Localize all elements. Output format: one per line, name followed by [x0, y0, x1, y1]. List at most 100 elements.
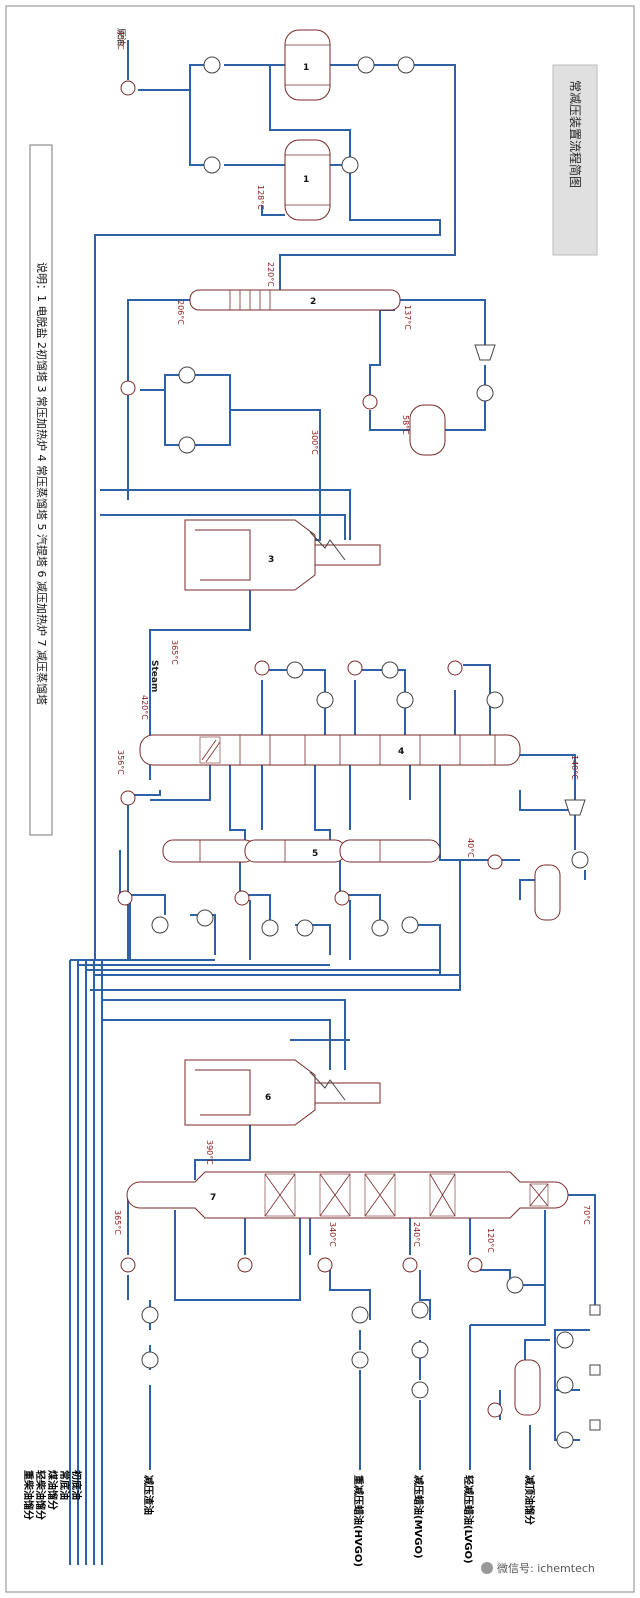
temp-label: 206°C [176, 300, 185, 325]
product-labels: 初底油 常底油 煤油馏分 轻柴油馏分 重柴油馏分 减压渣油 重减压蜡油(HVGO… [22, 1470, 536, 1567]
ejector-icon [589, 1419, 601, 1431]
desalter-1-top: 1 [284, 29, 331, 101]
heat-exchanger-icon [486, 691, 504, 709]
pipes [69, 40, 596, 1565]
product-label: 减压蜡油(MVGO) [412, 1475, 425, 1559]
steam-label: Steam [149, 660, 159, 692]
pump-icon [447, 660, 463, 676]
heat-exchanger-icon [196, 909, 214, 927]
temp-label: 390°C [205, 1140, 214, 1165]
ejector-icon [589, 1304, 601, 1316]
ejector-icon [589, 1364, 601, 1376]
product-label: 煤油馏分 [46, 1470, 59, 1510]
column-2-number: 2 [310, 297, 316, 307]
heat-exchanger-icon [351, 1306, 369, 1324]
pump-icon [487, 1402, 503, 1418]
title-box: 常减压装置流程简图 [552, 64, 598, 256]
feed-label: 原油 [115, 28, 127, 46]
pump-icon [487, 854, 503, 870]
heat-exchanger-icon [506, 1276, 524, 1294]
reflux-drum-2 [409, 404, 446, 456]
column-7-number: 7 [210, 1193, 216, 1203]
heat-exchanger-icon [178, 366, 196, 384]
reflux-drum-4 [534, 864, 561, 921]
product-label: 初底油 [70, 1470, 83, 1500]
legend-text: 说明：1 电脱盐 2初馏塔 3 常压加热炉 4 常压蒸馏塔 5 汽提塔 6 减压… [35, 262, 49, 705]
heat-exchanger-icon [411, 1341, 429, 1359]
pre-flash-column-2: 2 [189, 289, 401, 311]
heat-exchanger-icon [141, 1351, 159, 1369]
diagram-title: 常减压装置流程简图 [568, 80, 583, 188]
wechat-icon [481, 1562, 493, 1574]
temp-label: 140°C [570, 755, 579, 780]
atmospheric-heater-3: 3 [184, 519, 381, 591]
stripper-5-number: 5 [312, 849, 318, 859]
heat-exchanger-icon [571, 851, 589, 869]
heat-exchanger-icon [203, 156, 221, 174]
pump-icon [120, 380, 136, 396]
heat-exchangers [141, 56, 601, 1449]
temp-label: 40°C [466, 838, 475, 858]
product-label: 减顶油馏分 [523, 1475, 536, 1525]
legend-box: 说明：1 电脱盐 2初馏塔 3 常压加热炉 4 常压蒸馏塔 5 汽提塔 6 减压… [29, 144, 53, 836]
heater-6-number: 6 [265, 1093, 271, 1103]
pump-icon [234, 890, 250, 906]
product-label: 轻减压蜡油(LVGO) [462, 1475, 475, 1564]
product-label: 常底油 [58, 1470, 71, 1500]
desalter-1b-number: 1 [303, 175, 309, 185]
product-label: 减压渣油 [142, 1475, 155, 1515]
temp-label: 240°C [412, 1222, 421, 1247]
pump-icon [402, 1257, 418, 1273]
heat-exchanger-icon [286, 661, 304, 679]
pump-icon [120, 80, 136, 96]
temp-label: 120°C [486, 1228, 495, 1253]
heat-exchanger-icon [397, 56, 415, 74]
pump-icon [347, 660, 363, 676]
heat-exchanger-icon [411, 1301, 429, 1319]
heat-exchanger-icon [341, 156, 359, 174]
temp-label: 137°C [403, 305, 412, 330]
watermark: 微信号: ichemtech [481, 1561, 595, 1575]
heat-exchanger-icon [261, 919, 279, 937]
heater-3-number: 3 [268, 555, 274, 565]
temp-label: 420°C [140, 695, 149, 720]
heat-exchanger-icon [556, 1331, 574, 1349]
heat-exchanger-icon [476, 384, 494, 402]
pump-icon [467, 1257, 483, 1273]
heat-exchanger-icon [178, 436, 196, 454]
heat-exchanger-icon [316, 691, 334, 709]
heat-exchanger-icon [151, 916, 169, 934]
heat-exchanger-icon [141, 1306, 159, 1324]
temp-label: 70°C [582, 1205, 591, 1225]
air-cooler-icon [474, 344, 496, 361]
vacuum-heater-6: 6 [184, 1059, 381, 1126]
temp-label: 300°C [310, 430, 319, 455]
desalter-1-number: 1 [303, 63, 309, 73]
heat-exchanger-icon [203, 56, 221, 74]
pumps [117, 80, 503, 1418]
pump-icon [317, 1257, 333, 1273]
heat-exchanger-icon [411, 1381, 429, 1399]
heat-exchanger-icon [556, 1376, 574, 1394]
diagram-border [5, 5, 635, 1593]
pump-icon [120, 1257, 136, 1273]
product-label: 轻柴油馏分 [34, 1470, 47, 1520]
product-label: 重减压蜡油(HVGO) [352, 1475, 365, 1567]
heat-exchanger-icon [396, 691, 414, 709]
heat-exchanger-icon [401, 916, 419, 934]
air-cooler-icon [564, 799, 586, 816]
heat-exchanger-icon [556, 1431, 574, 1449]
temp-label: 365°C [113, 1210, 122, 1235]
temp-label: 45°C [116, 30, 125, 50]
heat-exchanger-icon [381, 661, 399, 679]
side-strippers-5: 5 [162, 839, 441, 863]
heat-exchanger-icon [296, 919, 314, 937]
pump-icon [120, 790, 136, 806]
temp-label: 340°C [328, 1222, 337, 1247]
pump-icon [334, 890, 350, 906]
product-label: 重柴油馏分 [22, 1470, 35, 1520]
temp-label: 356°C [116, 750, 125, 775]
vacuum-overhead-drum [514, 1359, 541, 1416]
temp-label: 365°C [170, 640, 179, 665]
